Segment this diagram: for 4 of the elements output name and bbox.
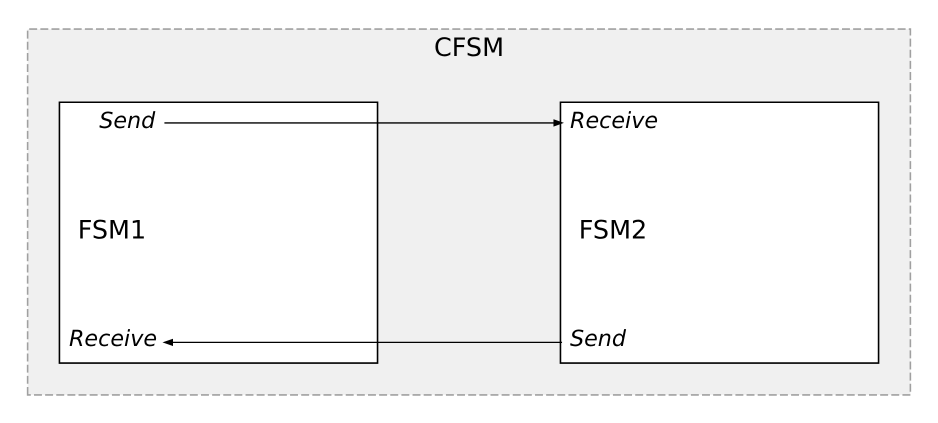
node-box: Receive FSM2 Send — [560, 100, 880, 364]
arrow — [164, 118, 564, 126]
node-box: Send FSM1 Receive — [58, 100, 378, 364]
arrow — [162, 338, 562, 346]
